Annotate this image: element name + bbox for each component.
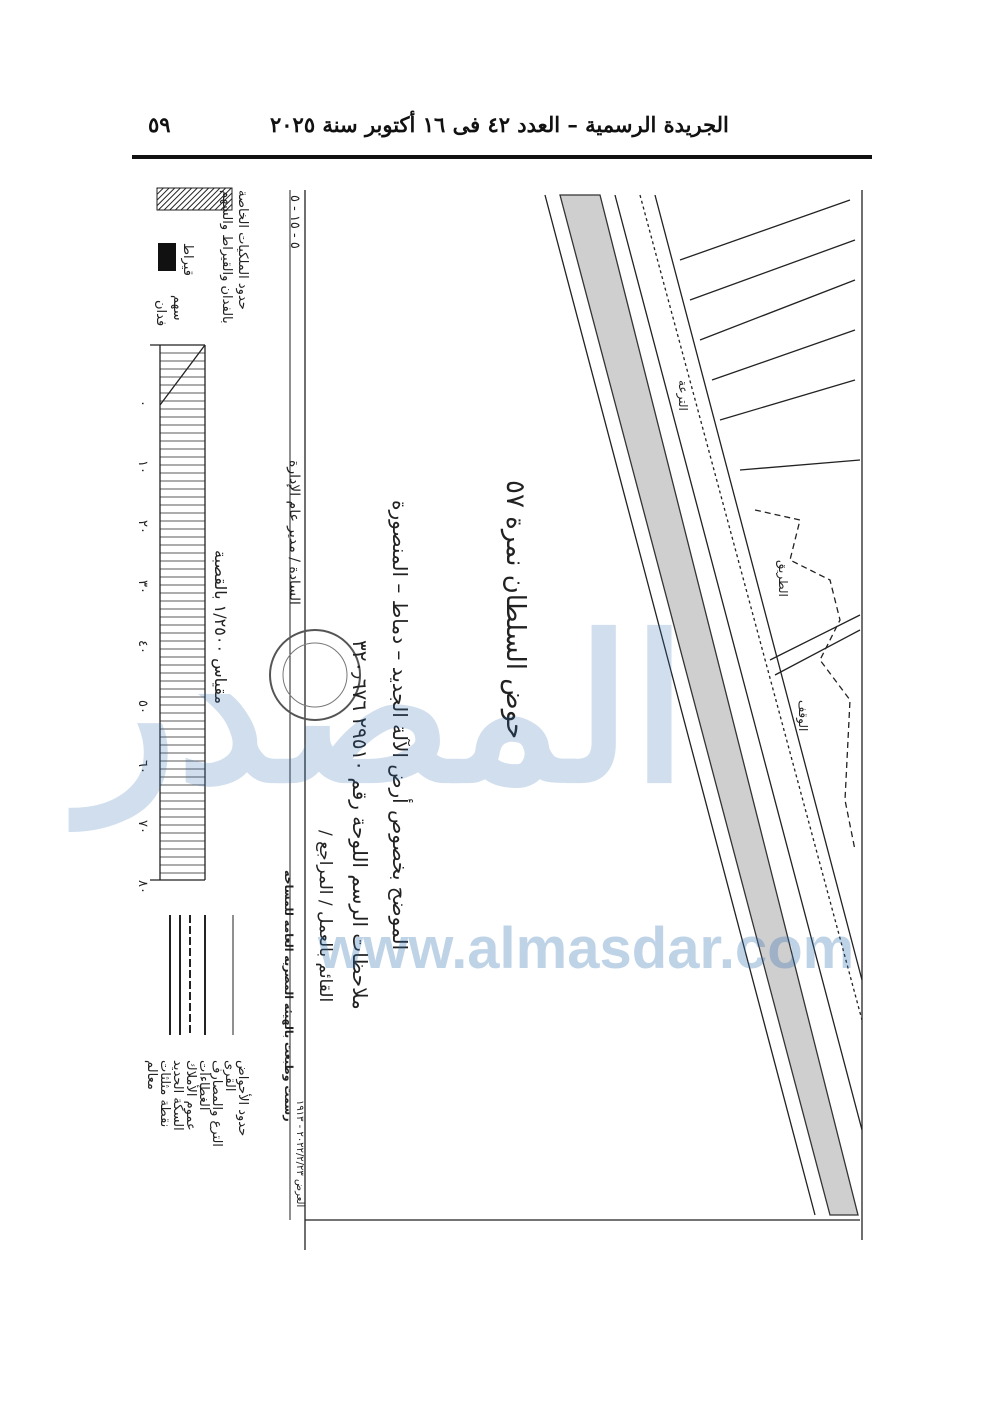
- legend-hatch-swatch: [156, 187, 233, 211]
- road-band: [559, 194, 859, 1216]
- scale-tick: ٢٠: [135, 520, 150, 534]
- legend-item: معالم: [144, 1060, 159, 1090]
- canal-edge: [614, 194, 863, 1131]
- legend-unit: قيراط: [180, 243, 195, 276]
- parcel-label: الوقف: [796, 700, 810, 732]
- legend-item: عموم الأملاك: [183, 1060, 198, 1131]
- legend-black-swatch: [158, 243, 176, 271]
- legend-item: الغطاءات: [196, 1060, 211, 1111]
- parcel-label: الترعة: [676, 380, 690, 411]
- watermark-url: www.almasdar.com: [318, 916, 855, 981]
- parcel-line: [654, 194, 863, 981]
- scale-tick: ٣٠: [135, 580, 150, 594]
- road-edge: [544, 194, 816, 1216]
- page-header-title: الجريدة الرسمية – العدد ٤٢ فى ١٦ أكتوبر …: [270, 112, 729, 137]
- canal-edge-dotted: [639, 194, 863, 1021]
- legend-item: السكة الحديد: [170, 1060, 185, 1131]
- official-seal: [269, 629, 361, 721]
- legend-unit: سهم: [170, 295, 185, 321]
- legend-item: حدود الأحواض: [235, 1060, 250, 1137]
- reference-number: العرض ٢٠٢٢/٢/٢٣ - ١٩١٣: [294, 1100, 305, 1208]
- print-note: رسمت وطبعت بالهيئة المصرية العامة للمساح…: [282, 870, 295, 1122]
- scale-tick: ١٠: [135, 460, 150, 474]
- legend-unit: فدان: [153, 300, 168, 327]
- legend-top-1: حدود الملكيات الخاصة: [235, 190, 250, 310]
- legend-item: الترع والمصارف: [209, 1060, 224, 1147]
- watermark-logo: المصدر: [80, 600, 693, 823]
- legend-top-2: بالفدان والقيراط والسهم: [219, 190, 234, 324]
- header-rule: [132, 155, 872, 159]
- signature-line: السادة / مدير عام الإدارة: [286, 460, 302, 605]
- parcel-label: الطريق: [776, 560, 790, 597]
- legend-item: نقطة مثلثات: [157, 1060, 172, 1128]
- page-number: ٥٩: [148, 112, 171, 137]
- scale-tick: ٨٠: [135, 880, 150, 894]
- legend-item: القرى: [222, 1060, 237, 1092]
- scale-tick: ٠: [135, 400, 150, 407]
- map-code: ٥ - ١٥ - ٥: [287, 195, 302, 249]
